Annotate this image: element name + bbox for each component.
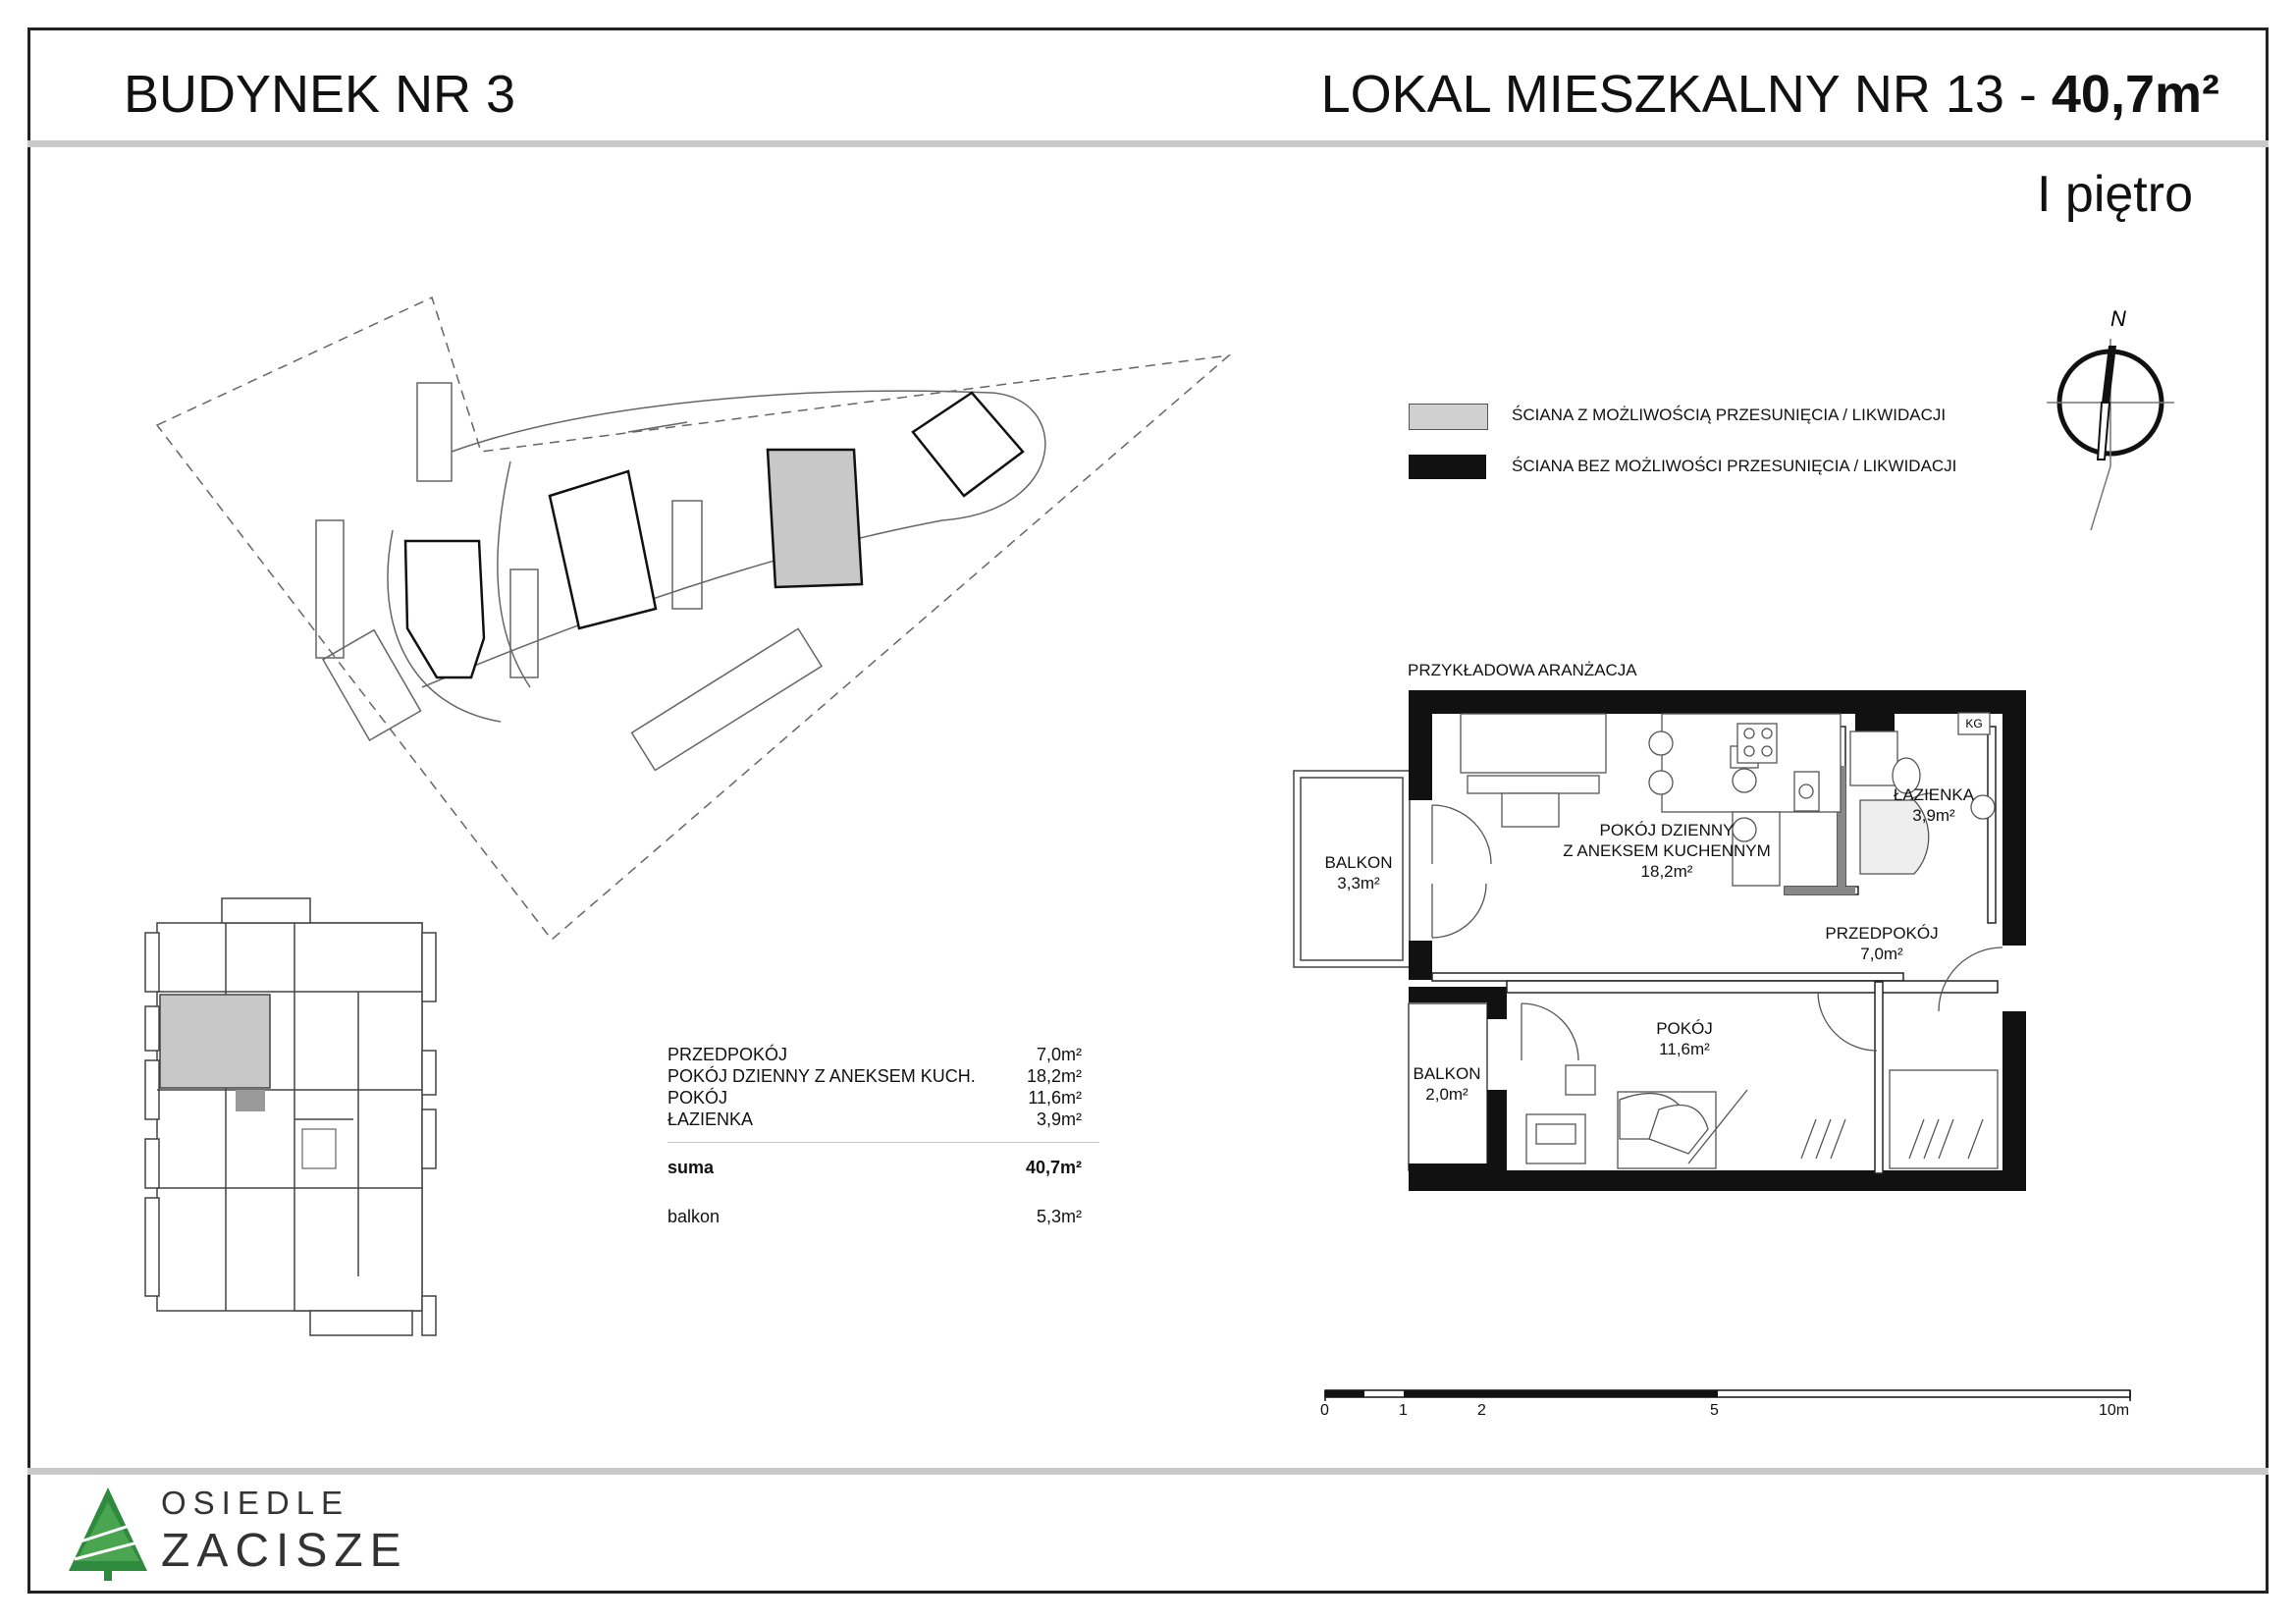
- area-balcony-row: balkon 5,3m²: [667, 1206, 1099, 1227]
- logo-line-1: OSIEDLE: [161, 1485, 350, 1521]
- balcony-1-area: 3,3m²: [1337, 874, 1380, 893]
- unit-title-prefix: LOKAL MIESZKALNY NR 13 -: [1320, 65, 2052, 124]
- floor-label: I piętro: [2037, 166, 2193, 223]
- room-name: POKÓJ: [1656, 1019, 1713, 1038]
- room-area: 11,6m²: [1659, 1040, 1710, 1058]
- kg-label: KG: [1965, 717, 1982, 730]
- balcony-1: [1293, 770, 1411, 968]
- scale-label-5: 5: [1710, 1402, 1719, 1419]
- area-row-name: PRZEDPOKÓJ: [667, 1045, 788, 1064]
- area-row-value: 7,0m²: [1036, 1045, 1082, 1064]
- scale-label-2: 2: [1477, 1402, 1486, 1419]
- header-divider: [27, 140, 2269, 147]
- area-row: PRZEDPOKÓJ 7,0m²: [667, 1044, 1099, 1065]
- living-name-2: Z ANEKSEM KUCHENNYM: [1563, 841, 1771, 860]
- area-row-name: POKÓJ: [667, 1088, 728, 1108]
- legend-swatch-movable: [1409, 404, 1488, 430]
- building-4: [911, 391, 1025, 498]
- hall-area: 7,0m²: [1860, 945, 1903, 963]
- area-sum-row: suma 40,7m²: [667, 1157, 1099, 1178]
- living-name-1: POKÓJ DZIENNY: [1600, 821, 1735, 839]
- area-row-value: 11,6m²: [1028, 1088, 1082, 1108]
- area-sum-value: 40,7m²: [1025, 1158, 1082, 1177]
- bathroom-name: ŁAZIENKA: [1894, 785, 1975, 804]
- area-row-value: 18,2m²: [1026, 1066, 1082, 1086]
- scale-label-1: 1: [1399, 1402, 1408, 1419]
- access-road: [421, 390, 1046, 688]
- legend-swatch-fixed: [1409, 455, 1486, 479]
- key-plan-unit-highlight: [159, 994, 271, 1089]
- area-table: PRZEDPOKÓJ 7,0m² POKÓJ DZIENNY Z ANEKSEM…: [667, 1044, 1099, 1227]
- area-sum-label: suma: [667, 1158, 715, 1177]
- bathroom-area: 3,9m²: [1912, 806, 1955, 825]
- legend-label-fixed: ŚCIANA BEZ MOŻLIWOŚCI PRZESUNIĘCIA / LIK…: [1512, 457, 1957, 475]
- plot-boundary: [155, 296, 1232, 942]
- logo-line-2: ZACISZE: [161, 1525, 408, 1577]
- area-row: POKÓJ 11,6m²: [667, 1087, 1099, 1109]
- scale-label-0: 0: [1320, 1402, 1329, 1419]
- parking-rows: [315, 382, 824, 772]
- living-area: 18,2m²: [1641, 862, 1693, 881]
- building-2: [548, 469, 658, 630]
- area-row-name: POKÓJ DZIENNY Z ANEKSEM KUCH.: [667, 1066, 976, 1086]
- legend-label-movable: ŚCIANA Z MOŻLIWOŚCIĄ PRZESUNIĘCIA / LIKW…: [1512, 406, 1947, 424]
- balcony-1-name: BALKON: [1325, 853, 1393, 872]
- building-1: [403, 539, 486, 679]
- furniture: [1460, 712, 1999, 1169]
- footer-divider: [27, 1468, 2269, 1475]
- arrangement-label: PRZYKŁADOWA ARANŻACJA: [1408, 661, 1637, 679]
- area-balcony-label: balkon: [667, 1207, 721, 1226]
- area-row: POKÓJ DZIENNY Z ANEKSEM KUCH. 18,2m²: [667, 1065, 1099, 1087]
- balcony-2-area: 2,0m²: [1425, 1085, 1468, 1104]
- unit-title-area: 40,7m²: [2051, 65, 2219, 124]
- scale-label-10: 10m: [2099, 1402, 2130, 1419]
- area-row: ŁAZIENKA 3,9m²: [667, 1109, 1099, 1130]
- sheet-frame: [27, 27, 2269, 1594]
- unit-title: LOKAL MIESZKALNY NR 13 - 40,7m²: [1321, 65, 2219, 124]
- building-title: BUDYNEK NR 3: [124, 65, 516, 124]
- hall-name: PRZEDPOKÓJ: [1825, 924, 1938, 943]
- area-balcony-value: 5,3m²: [1036, 1207, 1082, 1226]
- building-3-highlight: [766, 448, 864, 589]
- area-row-name: ŁAZIENKA: [667, 1109, 754, 1129]
- area-row-value: 3,9m²: [1036, 1109, 1082, 1129]
- balcony-2-name: BALKON: [1414, 1064, 1481, 1083]
- area-separator: [667, 1142, 1099, 1143]
